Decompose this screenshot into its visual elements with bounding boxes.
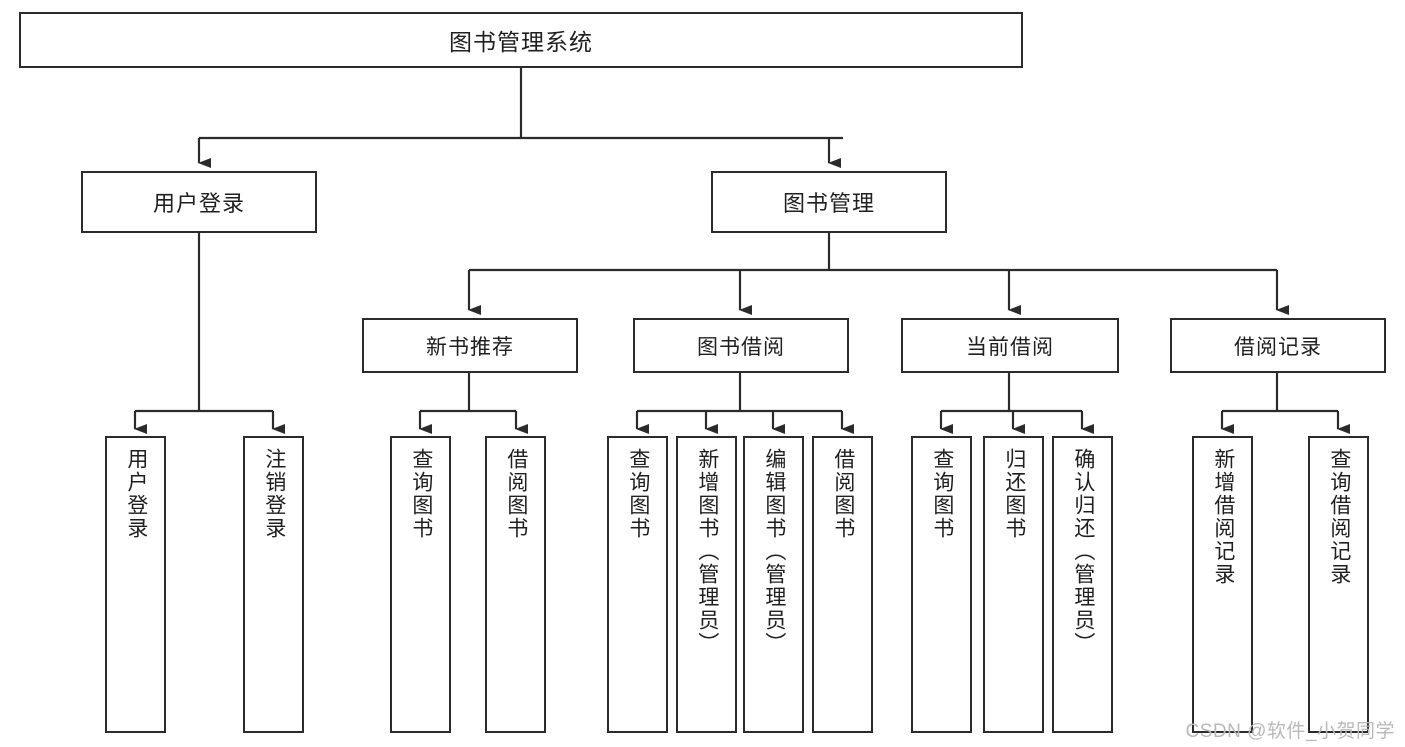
node-leaf-user-login[interactable]: 用户登录 [105,436,166,733]
node-current-borrow-label: 当前借阅 [966,335,1054,359]
node-user-login[interactable]: 用户登录 [81,171,317,233]
node-book-borrow-label: 图书借阅 [697,335,785,359]
node-book-borrow[interactable]: 图书借阅 [633,318,849,373]
node-leaf-query-book-3[interactable]: 查询图书 [911,436,972,733]
node-leaf-edit-book-label: 编辑图书（管理员） [762,448,786,655]
node-borrow-record-label: 借阅记录 [1234,335,1322,359]
node-leaf-edit-book[interactable]: 编辑图书（管理员） [743,436,804,733]
node-leaf-query-record[interactable]: 查询借阅记录 [1308,436,1369,733]
node-leaf-user-logout-label: 注销登录 [262,448,286,540]
node-leaf-add-record-label: 新增借阅记录 [1211,448,1235,586]
node-leaf-confirm-return-label: 确认归还（管理员） [1071,448,1095,655]
node-leaf-query-book-2[interactable]: 查询图书 [607,436,668,733]
node-root-label: 图书管理系统 [449,29,593,55]
node-leaf-confirm-return[interactable]: 确认归还（管理员） [1052,436,1113,733]
node-book-manage[interactable]: 图书管理 [711,171,947,233]
node-current-borrow[interactable]: 当前借阅 [901,318,1119,373]
node-leaf-borrow-book-2[interactable]: 借阅图书 [812,436,873,733]
node-leaf-add-book-label: 新增图书（管理员） [695,448,719,655]
node-leaf-add-record[interactable]: 新增借阅记录 [1192,436,1253,733]
node-book-manage-label: 图书管理 [782,191,875,216]
node-leaf-return-book[interactable]: 归还图书 [983,436,1044,733]
node-leaf-user-login-label: 用户登录 [124,448,148,540]
node-new-book-recommend-label: 新书推荐 [426,335,514,359]
node-leaf-query-book-2-label: 查询图书 [626,448,650,540]
node-leaf-borrow-book-2-label: 借阅图书 [831,448,855,540]
node-leaf-query-book-1-label: 查询图书 [409,448,433,540]
node-root[interactable]: 图书管理系统 [19,12,1023,68]
node-leaf-query-book-3-label: 查询图书 [930,448,954,540]
node-borrow-record[interactable]: 借阅记录 [1170,318,1386,373]
node-user-login-label: 用户登录 [152,191,245,216]
node-leaf-add-book[interactable]: 新增图书（管理员） [676,436,737,733]
csdn-watermark: CSDN @软件_小贺同学 [1185,721,1395,742]
node-leaf-query-book-1[interactable]: 查询图书 [390,436,451,733]
node-new-book-recommend[interactable]: 新书推荐 [362,318,578,373]
node-leaf-query-record-label: 查询借阅记录 [1327,448,1351,586]
node-leaf-user-logout[interactable]: 注销登录 [243,436,304,733]
node-leaf-borrow-book-1-label: 借阅图书 [504,448,528,540]
node-leaf-return-book-label: 归还图书 [1002,448,1026,540]
node-leaf-borrow-book-1[interactable]: 借阅图书 [485,436,546,733]
